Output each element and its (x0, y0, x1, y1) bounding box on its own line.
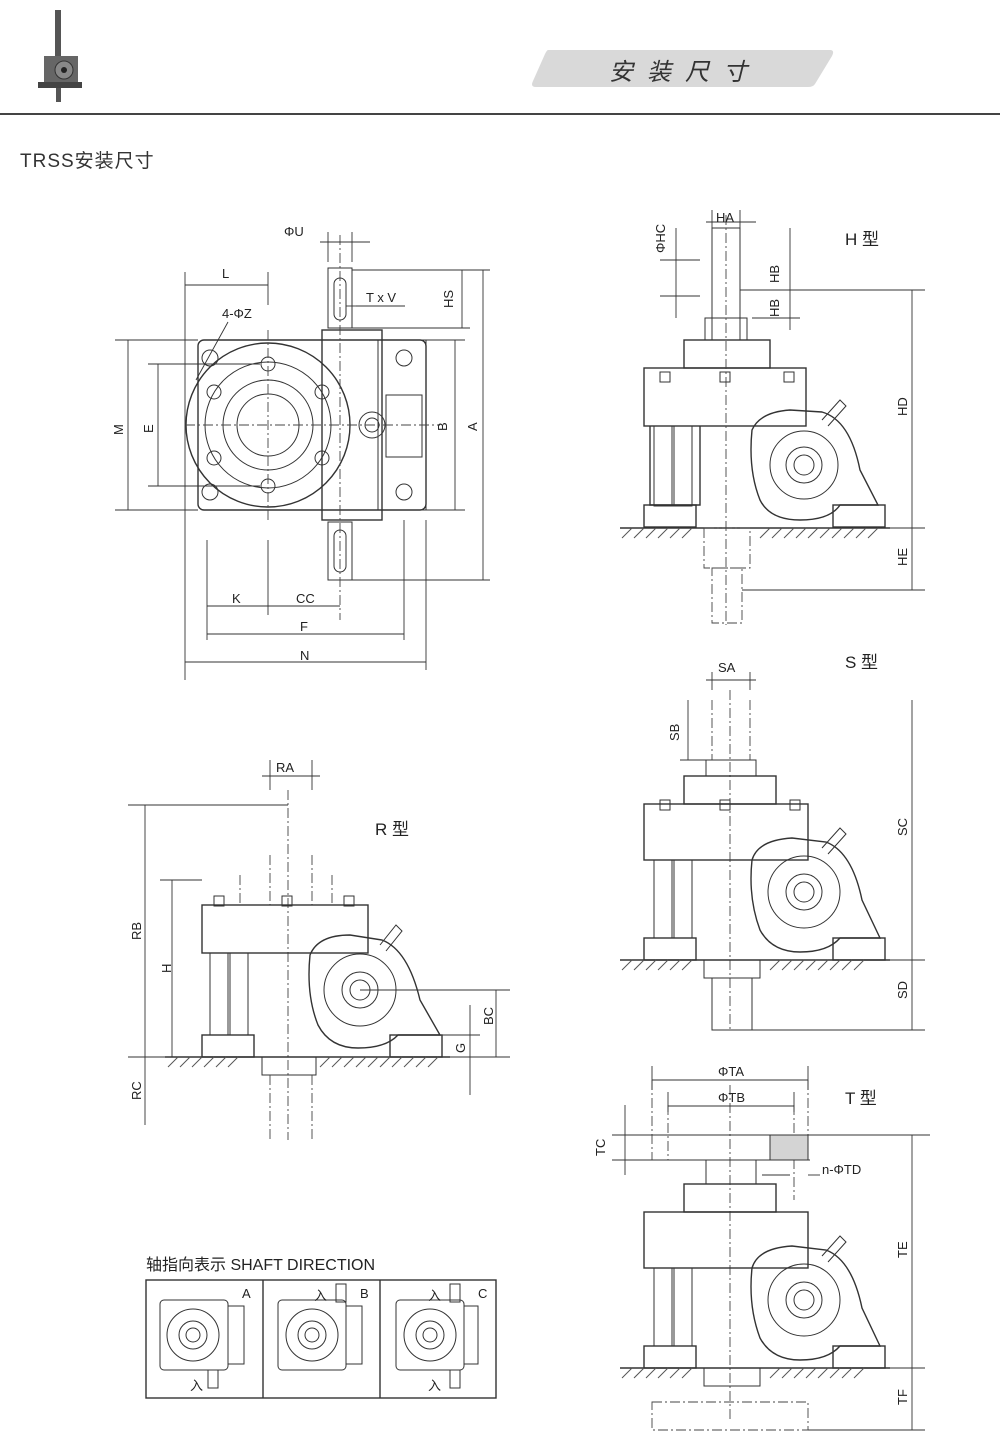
label-hb-1: HB (767, 265, 782, 283)
label-te: TE (895, 1241, 910, 1258)
label-ha: HA (716, 210, 734, 225)
label-e: E (141, 424, 156, 433)
label-hb-2: HB (767, 299, 782, 317)
h-type-title: H 型 (845, 230, 879, 249)
direction-a-diagram (159, 1299, 245, 1389)
label-sd: SD (895, 981, 910, 999)
h-type-view (620, 210, 925, 625)
direction-c-diagram (395, 1283, 479, 1389)
direction-c-input: 入 (428, 1288, 441, 1303)
label-h: H (159, 964, 174, 973)
direction-b-diagram (277, 1283, 363, 1371)
label-phi-hc: ΦHC (653, 224, 668, 253)
label-txv: T x V (366, 290, 396, 305)
section-banner (532, 50, 834, 87)
label-sa: SA (718, 660, 736, 675)
label-hs: HS (441, 290, 456, 308)
label-n: N (300, 648, 309, 663)
label-sb: SB (667, 724, 682, 741)
label-a: A (465, 422, 480, 431)
direction-b-letter: B (360, 1286, 369, 1301)
t-type-view (612, 1066, 930, 1431)
jack-logo-icon (38, 10, 82, 102)
label-l: L (222, 266, 229, 281)
label-phi-ta: ΦTA (718, 1064, 744, 1079)
label-tc: TC (593, 1139, 608, 1156)
r-type-view (128, 760, 510, 1140)
shaft-direction-legend (145, 1279, 497, 1399)
top-view (115, 232, 490, 680)
label-4-phi-z: 4-ΦZ (222, 306, 252, 321)
direction-a-input: 入 (190, 1378, 203, 1393)
label-hd: HD (895, 397, 910, 416)
s-type-title: S 型 (845, 653, 878, 672)
label-m: M (111, 424, 126, 435)
label-phi-tb: ΦTB (718, 1090, 745, 1105)
label-phi-u: ΦU (284, 224, 304, 239)
label-ra: RA (276, 760, 294, 775)
direction-a-letter: A (242, 1286, 251, 1301)
label-rb: RB (129, 922, 144, 940)
label-tf: TF (895, 1389, 910, 1405)
direction-c-input-bottom: 入 (428, 1378, 441, 1393)
t-type-title: T 型 (845, 1089, 877, 1108)
shaft-direction-title: 轴指向表示 SHAFT DIRECTION (146, 1256, 375, 1274)
direction-b-input: 入 (314, 1288, 327, 1303)
label-g: G (453, 1043, 468, 1053)
label-he: HE (895, 548, 910, 566)
label-cc: CC (296, 591, 315, 606)
r-type-title: R 型 (375, 820, 409, 839)
label-n-phi-td: n-ΦTD (822, 1162, 861, 1177)
page-title: TRSS安装尺寸 (20, 151, 155, 172)
label-bc: BC (481, 1007, 496, 1025)
s-type-view (620, 672, 925, 1031)
label-sc: SC (895, 818, 910, 836)
label-b: B (435, 422, 450, 431)
label-rc: RC (129, 1081, 144, 1100)
label-k: K (232, 591, 241, 606)
label-f: F (300, 619, 308, 634)
direction-c-letter: C (478, 1286, 487, 1301)
header-rule (0, 113, 1000, 115)
section-title: 安装尺寸 (609, 58, 761, 86)
